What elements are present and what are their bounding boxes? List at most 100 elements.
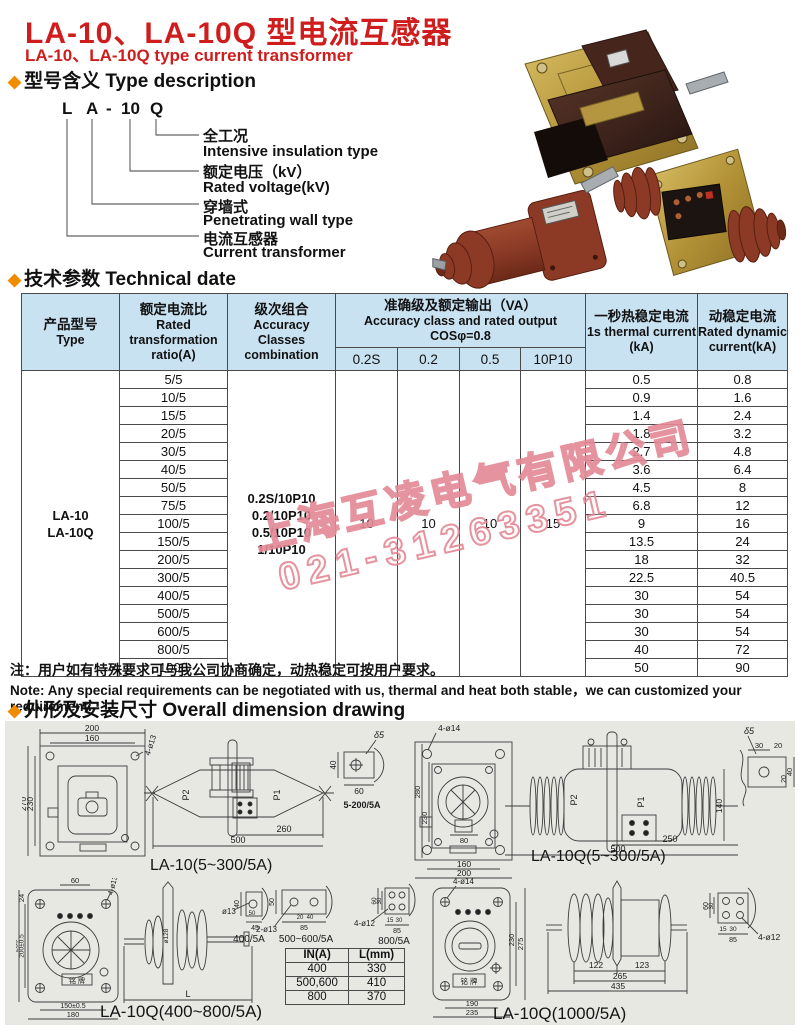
la10q-front-view: 4-ø14 280 230 80 160 200 [413,723,513,879]
thermal-cell: 3.6 [585,460,698,479]
type-code-char-A: A [86,99,99,118]
la10-terminal-detail: δ5 40 60 5-200/5A [329,730,385,810]
dim-label: 40 [785,768,794,776]
dynamic-cell: 8 [697,478,788,497]
dim-label: 190 [466,999,479,1008]
dynamic-cell: 90 [697,658,788,677]
dim-label: 85 [300,925,308,932]
terminal-400-5a: 40 50 45 ø13 400/5A [222,887,269,945]
col-header-output-en: Accuracy class and rated output [363,313,558,328]
length-table-cell: 370 [348,990,405,1005]
dim-label: 20 [774,741,782,750]
page-subtitle: LA-10、LA-10Q type current transformer [25,46,353,65]
type-cell: LA-10 LA-10Q [21,370,120,677]
caption-la10q-1000: LA-10Q(1000/5A) [493,1004,627,1023]
la10q400-front-view: 铭 牌 24 60 4-ø13 230 200±0.5 150±0.5 180 [16,878,119,1020]
product-photos [432,29,787,289]
thermal-cell: 4.5 [585,478,698,497]
dim-label: 50 [269,898,276,906]
length-table-header-l: L(mm) [348,948,405,963]
section-dimensions: ◆外形及安装尺寸 Overall dimension drawing [8,695,405,722]
dim-label: 4-ø12 [354,919,375,928]
dim-label: 20 [781,775,788,783]
drawing-la10q-1000: 4-ø14 铭 牌 230 275 190 235 [432,877,780,1018]
dim-label: 180 [67,1010,80,1019]
col-header-ratio-en1: Rated [156,317,191,332]
terminal-800-5a: 60 30 15 30 85 4-ø12 800/5A [354,883,416,947]
dim-label: 265 [613,971,627,981]
terminal-caption: 500~600/5A [279,934,334,945]
dim-label: 40 [307,915,314,921]
dim-label: 30 [396,918,403,924]
dim-label: 40 [234,900,241,908]
dim-label: 4-ø12 [758,932,780,942]
col-header-ratio-en2: transformation [129,332,218,347]
dynamic-cell: 72 [697,640,788,659]
combo-cell: 0.2S/10P10 0.2/10P10 0.5/10P10 1/10P10 [227,370,336,677]
nameplate-label: 铭 牌 [69,976,85,985]
section-technical-date-label: 技术参数 Technical date [24,269,236,290]
thermal-cell: 2.7 [585,442,698,461]
dim-label: δ5 [744,726,755,736]
ratio-cell: 300/5 [119,568,228,587]
col-header-combo-en1: Accuracy [253,317,310,332]
dim-label: 45 [251,925,259,932]
dim-label: 30 [755,741,763,750]
dim-label: 200±0.5 [19,934,26,958]
dim-label: 60 [371,897,378,905]
dim-label: 85 [729,937,737,944]
product-photo-right [580,148,787,276]
length-table-row: 500,600 410 [284,976,405,991]
output-cell: 15 [520,370,586,677]
caption-la10q: LA-10Q(5~300/5A) [531,848,666,865]
col-header-dynamic-unit: current(kA) [708,340,777,354]
terminal-label-p2: P2 [569,794,579,805]
terminal-label-p1: P1 [272,789,282,800]
type-code-char-Q: Q [150,99,164,118]
col-header-thermal-zh: 一秒热稳定电流 [594,309,689,324]
dim-label: 80 [460,836,468,845]
dim-label: 160 [457,859,471,869]
diamond-icon: ◆ [8,72,22,91]
thermal-cell: 30 [585,586,698,605]
type-label-q-zh: 全工况 [203,128,249,145]
dim-label: 15 [719,926,727,933]
dynamic-cell: 54 [697,622,788,641]
section-type-description: ◆型号含义 Type description [8,66,256,93]
drawing-la10: 200 160 270 230 4-ø13 [22,723,385,857]
ratio-cell: 400/5 [119,586,228,605]
dim-label: 500 [610,844,625,854]
type-label-l-zh: 电流互感器 [203,231,279,248]
dim-label: 30 [709,902,715,909]
drawing-la10q-400-800: 铭 牌 24 60 4-ø13 230 200±0.5 150±0.5 180 … [16,878,416,1020]
la10q1000-terminal-detail: 60 30 15 30 85 4-ø12 [703,887,780,944]
col-header-thermal-unit: (kA) [629,340,654,354]
dynamic-cell: 6.4 [697,460,788,479]
type-code-char-10: 10 [121,99,140,118]
length-table-cell: 410 [348,976,405,991]
dim-label: δ5 [374,730,385,740]
output-cell: 10 [335,370,398,677]
dynamic-cell: 16 [697,514,788,533]
thermal-cell: 30 [585,622,698,641]
dim-label: 123 [635,960,649,970]
ratio-cell: 600/5 [119,622,228,641]
dynamic-cell: 54 [697,586,788,605]
dynamic-cell: 2.4 [697,406,788,425]
col-header-ratio-zh: 额定电流比 [139,301,208,317]
dim-label: 2-ø13 [256,925,277,934]
page-title: LA-10、LA-10Q 型电流互感器 [25,17,453,50]
dim-label: 4-ø14 [453,877,474,886]
ratio-cell: 30/5 [119,442,228,461]
col-subheader-02s: 0.2S [335,347,398,371]
col-header-type-zh: 产品型号 [43,316,98,332]
col-header-dynamic-zh: 动稳定电流 [708,309,777,324]
